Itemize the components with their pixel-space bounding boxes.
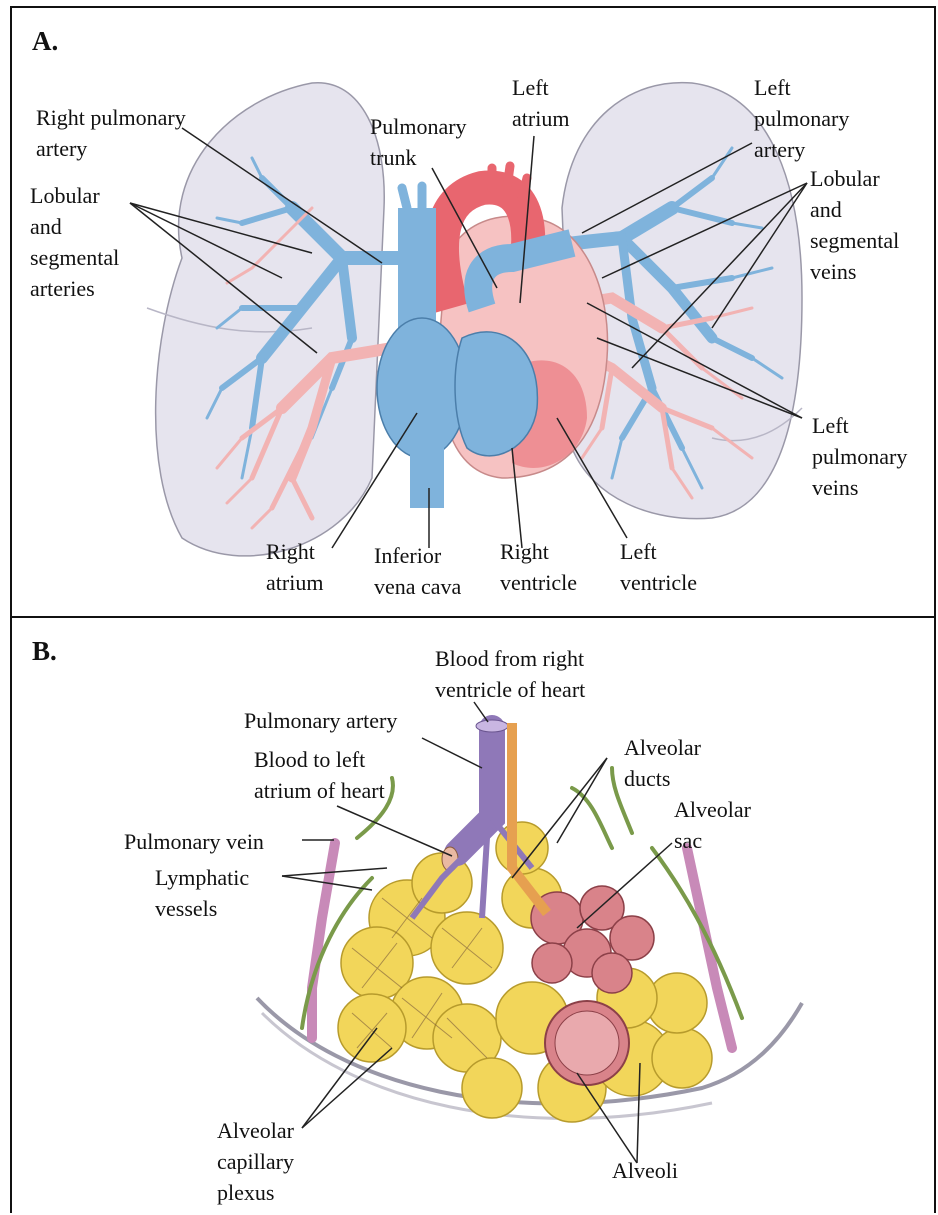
label-inferior-vena-cava: Inferior vena cava (374, 540, 461, 602)
label-lymphatic-vessels: Lymphatic vessels (155, 862, 249, 924)
label-blood-to-left-atrium: Blood to left atrium of heart (254, 744, 385, 806)
label-alveolar-ducts: Alveolar ducts (624, 732, 701, 794)
label-right-pulmonary-artery: Right pulmonary artery (36, 102, 186, 164)
label-blood-from-right-ventricle: Blood from right ventricle of heart (435, 643, 585, 705)
label-right-ventricle: Right ventricle (500, 536, 577, 598)
label-left-pulmonary-veins: Left pulmonary veins (812, 410, 907, 503)
label-pulmonary-trunk: Pulmonary trunk (370, 111, 467, 173)
label-alveoli: Alveoli (612, 1155, 678, 1186)
label-pulmonary-artery: Pulmonary artery (244, 705, 397, 736)
label-left-pulmonary-artery: Left pulmonary artery (754, 72, 849, 165)
right-atrium-shape (377, 318, 467, 458)
label-pulmonary-vein: Pulmonary vein (124, 826, 264, 857)
label-alveolar-capillary-plexus: Alveolar capillary plexus (217, 1115, 294, 1208)
label-alveolar-sac: Alveolar sac (674, 794, 751, 856)
label-left-ventricle: Left ventricle (620, 536, 697, 598)
alveoli-illustration (12, 618, 934, 1215)
label-lobular-segmental-arteries: Lobular and segmental arteries (30, 180, 119, 304)
panel-b: B. (10, 616, 936, 1213)
alveoli-cluster (338, 822, 712, 1122)
label-right-atrium: Right atrium (266, 536, 323, 598)
label-left-atrium: Left atrium (512, 72, 569, 134)
label-lobular-segmental-veins: Lobular and segmental veins (810, 163, 899, 287)
panel-a: A. (10, 6, 936, 618)
